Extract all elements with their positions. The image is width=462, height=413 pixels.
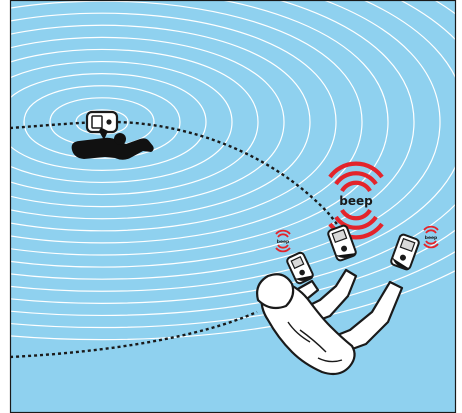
beep-label-right: beep	[425, 235, 438, 241]
beep-label-left: beep	[277, 239, 290, 245]
rescuer-head	[257, 274, 293, 308]
beep-label-main: beep	[339, 194, 373, 208]
